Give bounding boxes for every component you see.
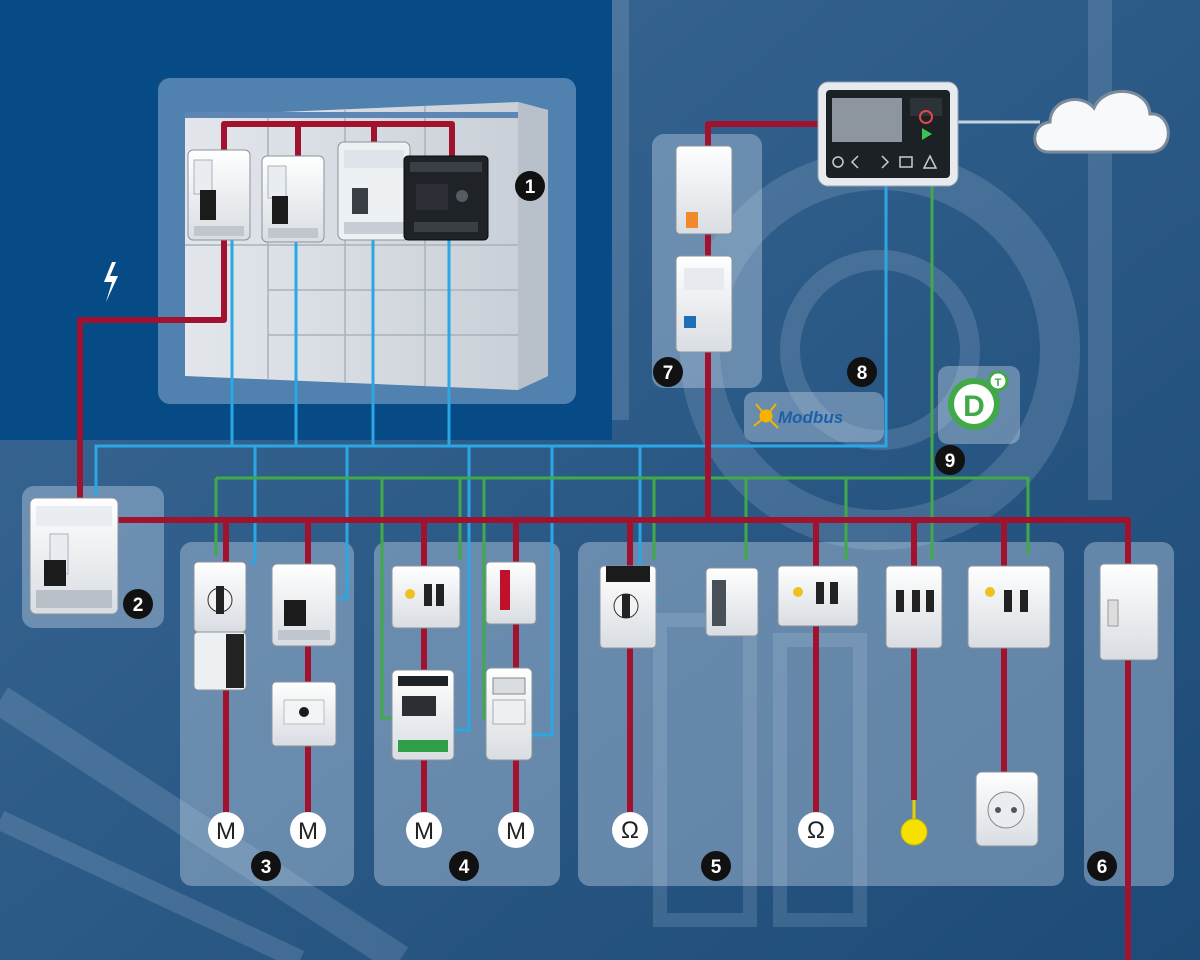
switchgear-breakers — [187, 141, 489, 243]
dt-logo-letter: D — [963, 390, 985, 423]
motor-1-label: M — [216, 818, 236, 845]
badge-9-label: 9 — [945, 451, 956, 472]
rcbo-drive-1 — [391, 565, 461, 629]
breaker-1 — [187, 149, 251, 241]
breaker-air — [403, 155, 489, 241]
badge-7: 7 — [653, 357, 683, 387]
badge-3-label: 3 — [261, 857, 272, 878]
mcb-sensor — [885, 565, 943, 649]
badge-3: 3 — [251, 851, 281, 881]
badge-5: 5 — [701, 851, 731, 881]
hmi-touch-panel[interactable] — [817, 81, 959, 187]
dt-lines — [214, 180, 1030, 720]
badge-4: 4 — [449, 851, 479, 881]
badge-7-label: 7 — [663, 363, 674, 384]
mcb-socket — [967, 565, 1051, 649]
outgoing-switch — [1099, 563, 1159, 661]
resistor-1: Ω — [612, 812, 648, 848]
frequency-drive-1 — [391, 669, 455, 761]
badge-2-label: 2 — [133, 595, 144, 616]
badge-5-label: 5 — [711, 857, 722, 878]
resistor-2-label: Ω — [807, 817, 825, 844]
cloud-icon — [1033, 90, 1170, 154]
lightning-icon — [104, 262, 118, 302]
switch-module — [705, 567, 759, 637]
panel-modbus — [744, 392, 884, 442]
motor-starter-1 — [193, 561, 247, 691]
dt-logo-superscript: T — [995, 377, 1002, 389]
motor-3-label: M — [414, 818, 434, 845]
temperature-sensor — [900, 800, 928, 846]
badge-6-label: 6 — [1097, 857, 1108, 878]
badge-4-label: 4 — [459, 857, 470, 878]
badge-1-label: 1 — [525, 177, 536, 198]
badge-2: 2 — [123, 589, 153, 619]
motor-2-label: M — [298, 818, 318, 845]
contactor — [271, 681, 337, 747]
frequency-drive-2 — [485, 667, 533, 761]
fuse-holder — [485, 561, 537, 625]
modbus-logo: Modbus — [753, 403, 843, 429]
motor-breaker-2 — [271, 563, 337, 647]
motor-2: M — [290, 812, 326, 848]
main-breaker — [29, 497, 119, 615]
resistor-1-label: Ω — [621, 817, 639, 844]
power-socket — [975, 771, 1039, 847]
badge-9: 9 — [935, 445, 965, 475]
motor-3: M — [406, 812, 442, 848]
rcbo-load — [777, 565, 859, 627]
resistor-2: Ω — [798, 812, 834, 848]
number-badges: 1 2 3 4 5 6 7 8 9 — [123, 171, 1117, 881]
dt-logo: D T — [948, 370, 1009, 430]
breaker-2 — [261, 155, 325, 243]
load-symbols: M M M M Ω Ω — [208, 812, 834, 848]
motor-4-label: M — [506, 818, 526, 845]
power-supply-units — [675, 145, 733, 353]
modbus-text: Modbus — [778, 408, 843, 427]
badge-8-label: 8 — [857, 363, 868, 384]
badge-6: 6 — [1087, 851, 1117, 881]
badge-8: 8 — [847, 357, 877, 387]
motor-4: M — [498, 812, 534, 848]
motor-protector — [599, 565, 657, 649]
badge-1: 1 — [515, 171, 545, 201]
motor-1: M — [208, 812, 244, 848]
breaker-3 — [337, 141, 411, 241]
